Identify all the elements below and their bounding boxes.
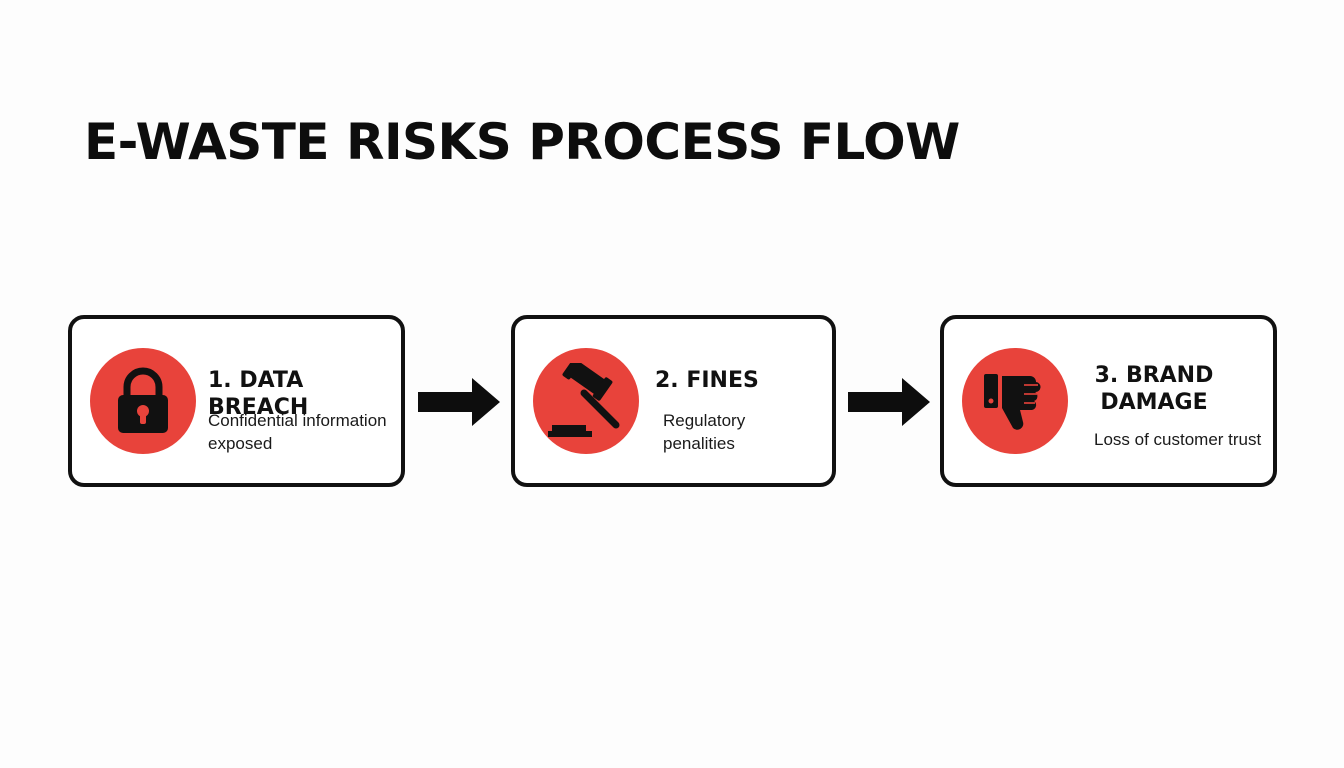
thumbs-down-icon [984, 374, 1041, 430]
padlock-icon [118, 367, 168, 433]
icon-badge [962, 348, 1068, 454]
icon-badge [533, 348, 639, 454]
icon-badge [90, 348, 196, 454]
step-card-brand-damage: 3. BRAND DAMAGE Loss of customer trust [940, 315, 1277, 487]
right-arrow-icon [418, 378, 500, 426]
step-title: 3. BRAND DAMAGE [1094, 363, 1214, 415]
gavel-icon [548, 363, 620, 437]
step-description: Confidential information exposed [208, 411, 387, 453]
step-title: 1. DATA BREACH [208, 368, 309, 420]
page-title: E-WASTE RISKS PROCESS FLOW [84, 113, 960, 171]
step-title: 2. FINES [655, 368, 759, 393]
right-arrow-icon [848, 378, 930, 426]
step-description: Regulatory penalities [663, 411, 746, 453]
step-description: Loss of customer trust [1094, 430, 1262, 449]
step-card-fines: 2. FINES Regulatory penalities [511, 315, 836, 487]
step-card-data-breach: 1. DATA BREACH Confidential information … [68, 315, 405, 487]
